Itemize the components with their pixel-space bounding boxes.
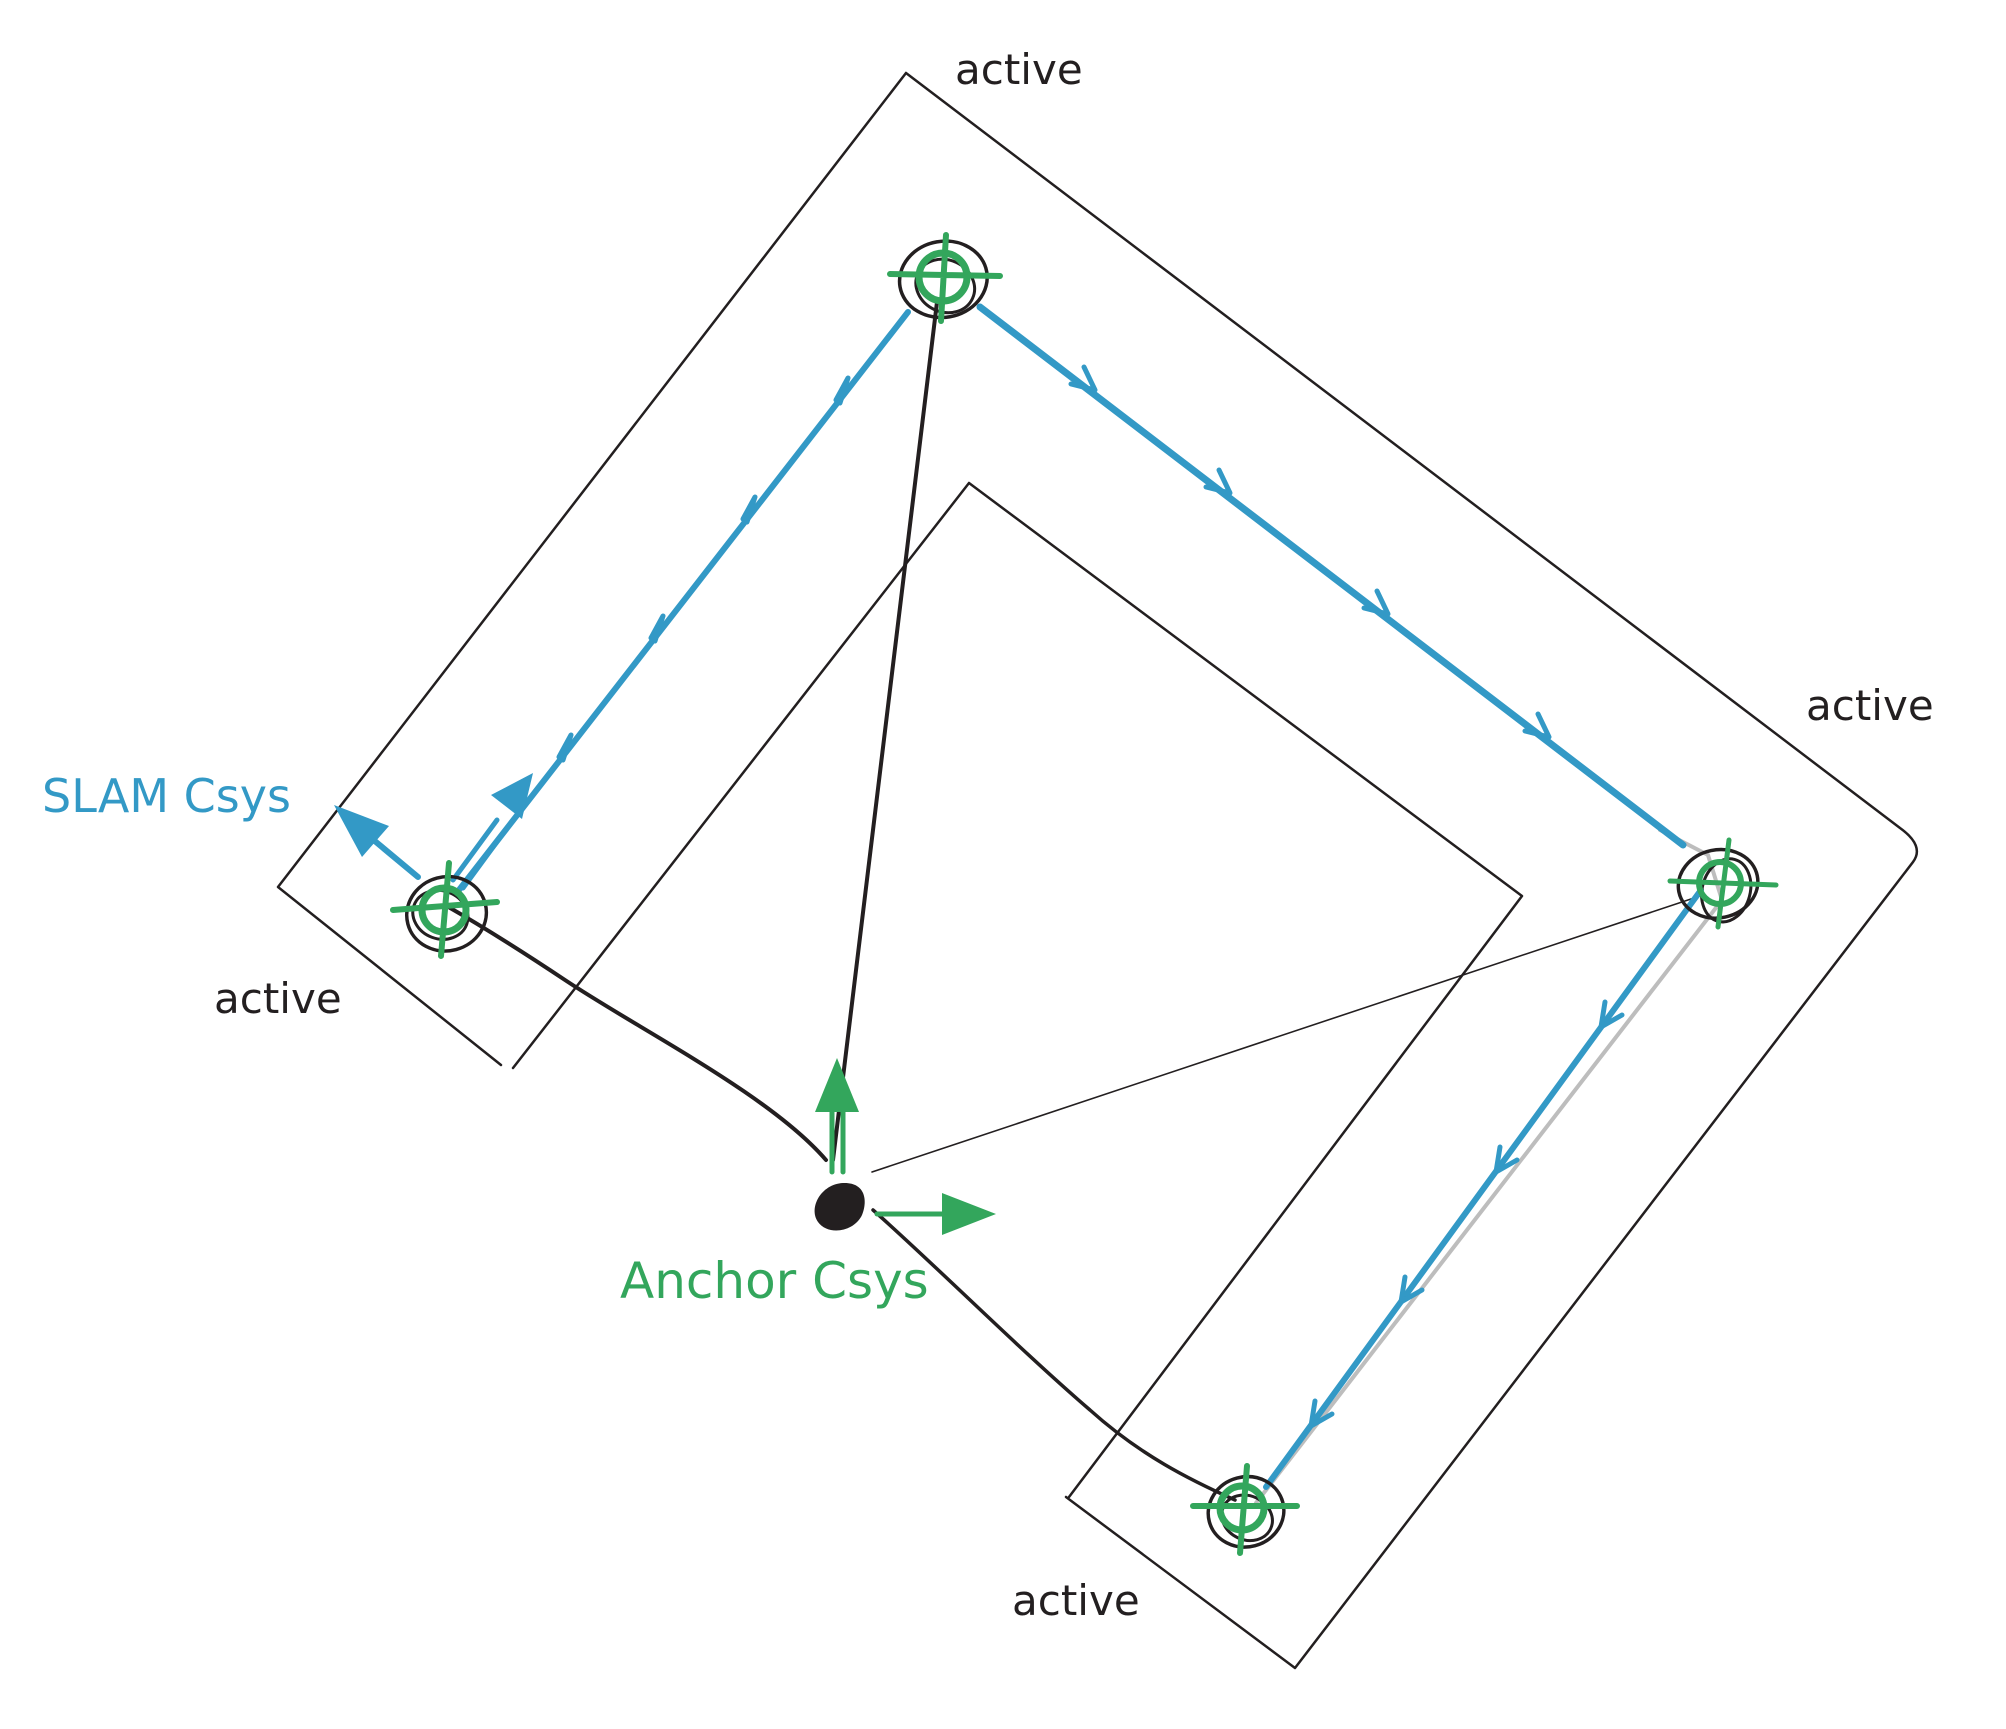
chevron-left-2 [648, 613, 666, 644]
anchor-link-bottom [871, 1208, 1237, 1502]
chevron-left-4 [833, 375, 851, 406]
anchor-link-top [831, 300, 939, 1162]
chevron-top-4 [1522, 711, 1552, 740]
label-active-top: active [955, 45, 1083, 94]
chevron-right-1 [1598, 999, 1625, 1030]
waypoint-right-crosshair-target-icon [1667, 837, 1779, 930]
waypoint-top-crosshair-target-icon [887, 232, 1003, 324]
waypoint-bottom-crosshair-target-icon [1190, 1463, 1300, 1556]
label-active-right: active [1806, 681, 1934, 730]
label-anchor-csys: Anchor Csys [620, 1252, 929, 1310]
chevron-top-1 [1068, 364, 1098, 393]
anchor-link-right [871, 894, 1704, 1173]
slam-path-segment-left-to-top [456, 309, 911, 893]
anchor-axis-y-arrow-icon [815, 1058, 859, 1112]
slam-csys-axes [334, 773, 533, 891]
chevron-top-3 [1361, 588, 1391, 617]
label-active-left: active [214, 974, 342, 1023]
anchor-axis-y-shaft [829, 1107, 846, 1175]
anchor-link-left [443, 903, 828, 1162]
slam-path [456, 303, 1704, 1490]
chevron-right-2 [1493, 1144, 1520, 1175]
label-slam-csys: SLAM Csys [42, 769, 291, 823]
outer-active-region-outline [276, 71, 1919, 1670]
slam-axis-x-arrow-icon [334, 805, 389, 857]
chevron-left-1 [556, 732, 574, 763]
path-direction-chevrons [556, 364, 1625, 1429]
waypoint-left-crosshair-target-icon [390, 860, 500, 959]
chevron-left-3 [740, 494, 758, 525]
chevron-top-2 [1203, 467, 1233, 496]
slam-axis-y-shaft [450, 817, 510, 891]
anchor-axis-x-arrow-icon [942, 1193, 996, 1235]
chevron-right-3 [1398, 1274, 1425, 1305]
slam-axis-y-arrow-icon [491, 773, 533, 819]
anchor-csys-axes [815, 1058, 996, 1235]
slam-path-segment-right-to-bottom [1263, 887, 1704, 1490]
slam-path-segment-top-to-right [976, 303, 1687, 849]
label-active-bottom: active [1012, 1576, 1140, 1625]
anchor-dot-icon [814, 1182, 865, 1231]
chevron-right-4 [1308, 1398, 1335, 1429]
inner-region-outline [511, 481, 1524, 1499]
